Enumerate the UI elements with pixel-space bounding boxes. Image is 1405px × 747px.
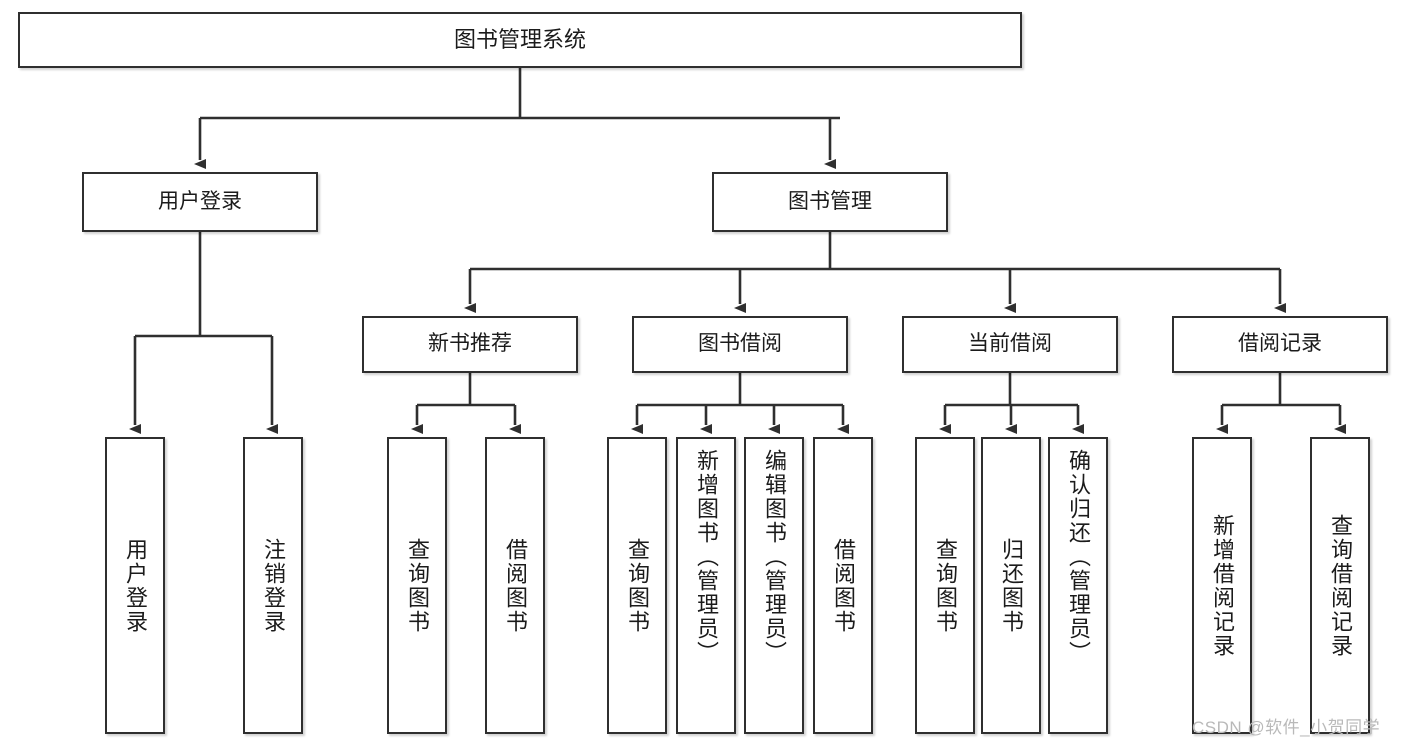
leaf-recommend-query-book[interactable]: 查询图书 — [387, 437, 447, 734]
leaf-record-query-record-label: 查询借阅记录 — [1328, 513, 1353, 658]
leaf-borrow-add-book[interactable]: 新增图书（管理员） — [676, 437, 736, 734]
leaf-user-login-logout-label: 注销登录 — [261, 537, 286, 634]
leaf-user-login-logout[interactable]: 注销登录 — [243, 437, 303, 734]
leaf-recommend-query-book-label: 查询图书 — [405, 537, 430, 634]
leaf-borrow-edit-book[interactable]: 编辑图书（管理员） — [744, 437, 804, 734]
leaf-borrow-add-book-label: 新增图书（管理员） — [694, 449, 719, 665]
leaf-current-query-book[interactable]: 查询图书 — [915, 437, 975, 734]
node-current-borrow-label: 当前借阅 — [968, 332, 1052, 356]
leaf-user-login-login[interactable]: 用户登录 — [105, 437, 165, 734]
node-root-label: 图书管理系统 — [453, 27, 586, 53]
leaf-borrow-borrow-book-label: 借阅图书 — [831, 537, 856, 634]
node-new-book-recommend[interactable]: 新书推荐 — [362, 316, 578, 373]
node-root[interactable]: 图书管理系统 — [18, 12, 1022, 68]
leaf-recommend-borrow-book[interactable]: 借阅图书 — [485, 437, 545, 734]
node-book-borrow-label: 图书借阅 — [698, 332, 782, 356]
leaf-borrow-query-book-label: 查询图书 — [625, 537, 650, 634]
leaf-current-confirm-return-label: 确认归还（管理员） — [1066, 449, 1091, 665]
leaf-record-add-record-label: 新增借阅记录 — [1210, 513, 1235, 658]
node-user-login[interactable]: 用户登录 — [82, 172, 318, 232]
leaf-user-login-login-label: 用户登录 — [123, 537, 148, 634]
csdn-watermark: CSDN @软件_小贺同学 — [1192, 718, 1381, 737]
leaf-current-return-book-label: 归还图书 — [999, 537, 1024, 634]
leaf-borrow-edit-book-label: 编辑图书（管理员） — [762, 449, 787, 665]
node-borrow-record-label: 借阅记录 — [1238, 332, 1322, 356]
leaf-borrow-borrow-book[interactable]: 借阅图书 — [813, 437, 873, 734]
leaf-current-query-book-label: 查询图书 — [933, 537, 958, 634]
node-book-management[interactable]: 图书管理 — [712, 172, 948, 232]
leaf-recommend-borrow-book-label: 借阅图书 — [503, 537, 528, 634]
node-borrow-record[interactable]: 借阅记录 — [1172, 316, 1388, 373]
leaf-record-query-record[interactable]: 查询借阅记录 — [1310, 437, 1370, 734]
leaf-borrow-query-book[interactable]: 查询图书 — [607, 437, 667, 734]
node-current-borrow[interactable]: 当前借阅 — [902, 316, 1118, 373]
node-user-login-label: 用户登录 — [158, 189, 242, 213]
leaf-record-add-record[interactable]: 新增借阅记录 — [1192, 437, 1252, 734]
leaf-current-return-book[interactable]: 归还图书 — [981, 437, 1041, 734]
node-book-management-label: 图书管理 — [788, 189, 872, 213]
leaf-current-confirm-return[interactable]: 确认归还（管理员） — [1048, 437, 1108, 734]
node-new-book-recommend-label: 新书推荐 — [428, 332, 512, 356]
node-book-borrow[interactable]: 图书借阅 — [632, 316, 848, 373]
